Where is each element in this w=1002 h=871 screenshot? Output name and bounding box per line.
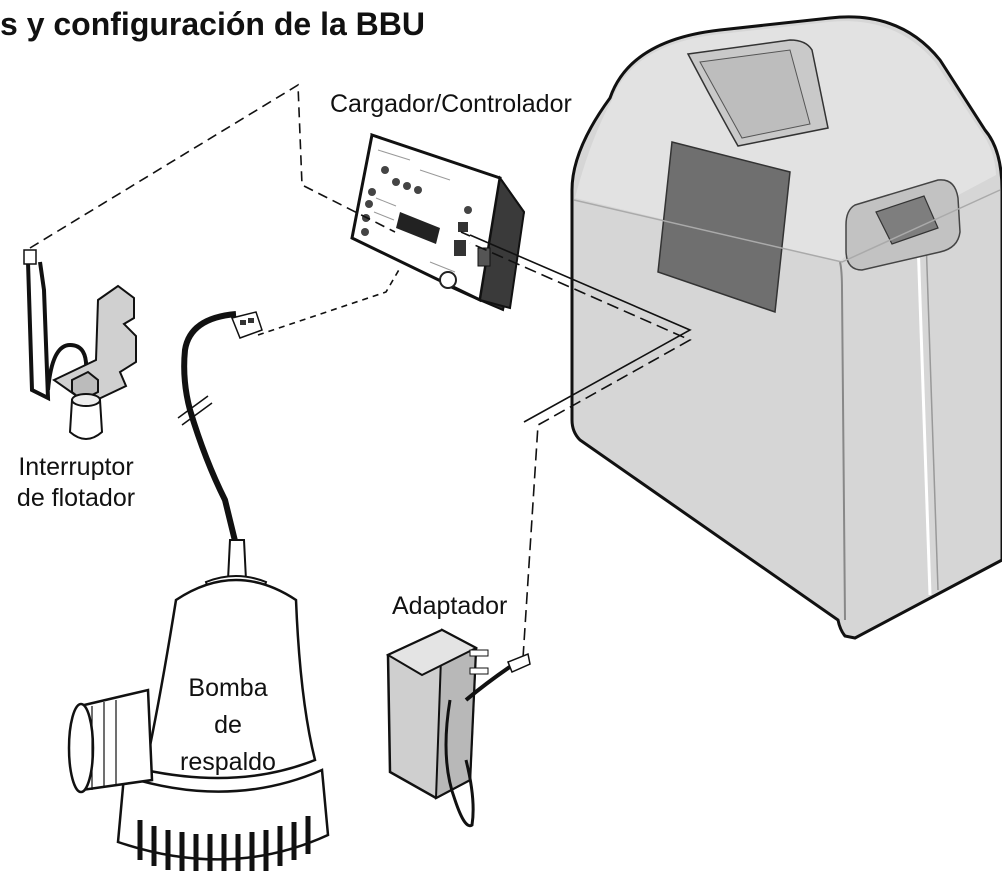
connection-lines	[29, 83, 692, 659]
float-switch-label-line-2: de flotador	[16, 484, 136, 512]
backup-pump-label-line-2: de	[214, 711, 242, 739]
battery-box	[570, 15, 1002, 640]
float-switch	[23, 249, 137, 440]
float-switch-label-line-1: Interruptor	[18, 453, 134, 481]
adapter-label: Adaptador	[392, 592, 508, 620]
page-title: s y configuración de la BBU	[0, 6, 425, 42]
power-adapter	[385, 628, 531, 828]
float-switch-label: Interruptor de flotador	[6, 452, 146, 514]
backup-pump-label: Bomba de respaldo	[164, 670, 292, 781]
backup-pump-label-line-3: respaldo	[180, 748, 276, 776]
charger-controller-label: Cargador/Controlador	[330, 90, 572, 118]
backup-pump	[67, 311, 330, 871]
backup-pump-label-line-1: Bomba	[188, 674, 268, 702]
battery-window	[657, 141, 791, 314]
